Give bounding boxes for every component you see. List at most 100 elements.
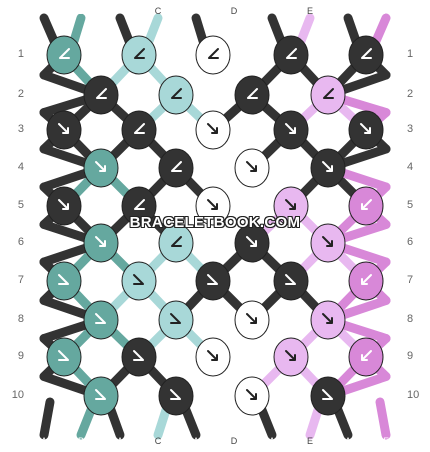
knot-arrow-icon [207, 199, 218, 210]
strand-letter-top: A [40, 6, 47, 16]
knot [46, 35, 82, 75]
knot-arrow-icon [208, 48, 219, 59]
knot-arrow-icon [361, 274, 372, 285]
knot [195, 337, 231, 377]
knot [83, 300, 119, 340]
knot-arrow-icon [247, 88, 258, 99]
knot-arrow-icon [134, 123, 145, 134]
knot [310, 300, 346, 340]
row-label-right: 5 [407, 199, 414, 211]
knot [348, 337, 384, 377]
knot-arrow-icon [285, 274, 296, 285]
knot [234, 376, 270, 416]
row-label-right: 9 [407, 350, 414, 362]
knot [310, 376, 346, 416]
thread-segment [343, 13, 361, 46]
knot-arrow-icon [322, 389, 333, 400]
thread-segment [257, 405, 277, 440]
knot [158, 223, 194, 263]
thread-segment [229, 405, 247, 440]
knot [46, 186, 82, 226]
knot [273, 261, 309, 301]
row-label-right: 6 [407, 236, 414, 248]
knot [234, 223, 270, 263]
strand-letter-top: A [192, 6, 199, 16]
knot [121, 261, 157, 301]
thread-segment [296, 13, 315, 46]
knot-arrow-icon [246, 389, 257, 400]
knot-arrow-icon [95, 236, 106, 247]
strand-letter-bottom: A [268, 436, 275, 446]
knot [273, 337, 309, 377]
row-label-right: 7 [407, 274, 414, 286]
knot-arrow-icon [134, 48, 145, 59]
row-label-left: 4 [17, 161, 24, 173]
knot-arrow-icon [285, 199, 296, 210]
row-label-right: 10 [407, 389, 420, 401]
knot-arrow-icon [246, 161, 257, 172]
knot-arrow-icon [207, 123, 218, 134]
knot-arrow-icon [171, 161, 182, 172]
thread-segment [69, 13, 86, 46]
knot [234, 75, 270, 115]
knot [158, 300, 194, 340]
knot-arrow-icon [95, 389, 106, 400]
knot [83, 75, 119, 115]
strand-letter-bottom: A [40, 436, 47, 446]
knot-arrow-icon [285, 350, 296, 361]
knot-arrow-icon [323, 88, 334, 99]
knot [348, 186, 384, 226]
knot [46, 261, 82, 301]
strand-letter-bottom: D [230, 436, 238, 446]
strand-letter-bottom: A [192, 436, 199, 446]
knot-arrow-icon [322, 236, 333, 247]
thread-segment [371, 13, 391, 46]
knot [195, 35, 231, 75]
row-label-left: 9 [17, 350, 24, 362]
knot-arrow-icon [133, 274, 144, 285]
row-label-left: 3 [17, 123, 24, 135]
knot [273, 186, 309, 226]
knot [46, 110, 82, 150]
row-label-left: 10 [11, 389, 24, 401]
strand-letter-top: A [344, 6, 351, 16]
knot-arrow-icon [59, 48, 70, 59]
strand-letter-top: A [268, 6, 275, 16]
watermark: BRACELETBOOK.COM [129, 214, 301, 231]
knot-arrow-icon [360, 123, 371, 134]
row-label-right: 1 [407, 48, 414, 60]
knot-arrow-icon [171, 88, 182, 99]
knot-arrow-icon [361, 199, 372, 210]
knot-arrow-icon [58, 350, 69, 361]
knot [234, 148, 270, 188]
knot-arrow-icon [246, 236, 257, 247]
knot [273, 110, 309, 150]
strand-letter-top: F [383, 6, 389, 16]
knot [121, 110, 157, 150]
thread-segment [267, 13, 286, 46]
knot-arrow-icon [95, 313, 106, 324]
knot-arrow-icon [170, 389, 181, 400]
knot-arrow-icon [286, 48, 297, 59]
knot-arrow-icon [96, 88, 107, 99]
knot [121, 337, 157, 377]
knot [195, 186, 231, 226]
knot [83, 148, 119, 188]
thread-segment [218, 13, 239, 46]
thread-segment [115, 13, 134, 46]
thread-segment [39, 13, 59, 46]
strand-letter-bottom: B [77, 436, 84, 446]
strand-letter-top: E [306, 6, 313, 16]
row-label-right: 8 [407, 313, 414, 325]
knot-arrow-icon [246, 313, 257, 324]
knot-arrow-icon [134, 199, 145, 210]
knot-arrow-icon [207, 350, 218, 361]
knot [310, 75, 346, 115]
thread-segment [375, 397, 391, 440]
knot [273, 35, 309, 75]
knot-arrow-icon [361, 350, 372, 361]
thread-segment [333, 405, 353, 440]
knots-layer [46, 35, 384, 416]
knot [83, 223, 119, 263]
